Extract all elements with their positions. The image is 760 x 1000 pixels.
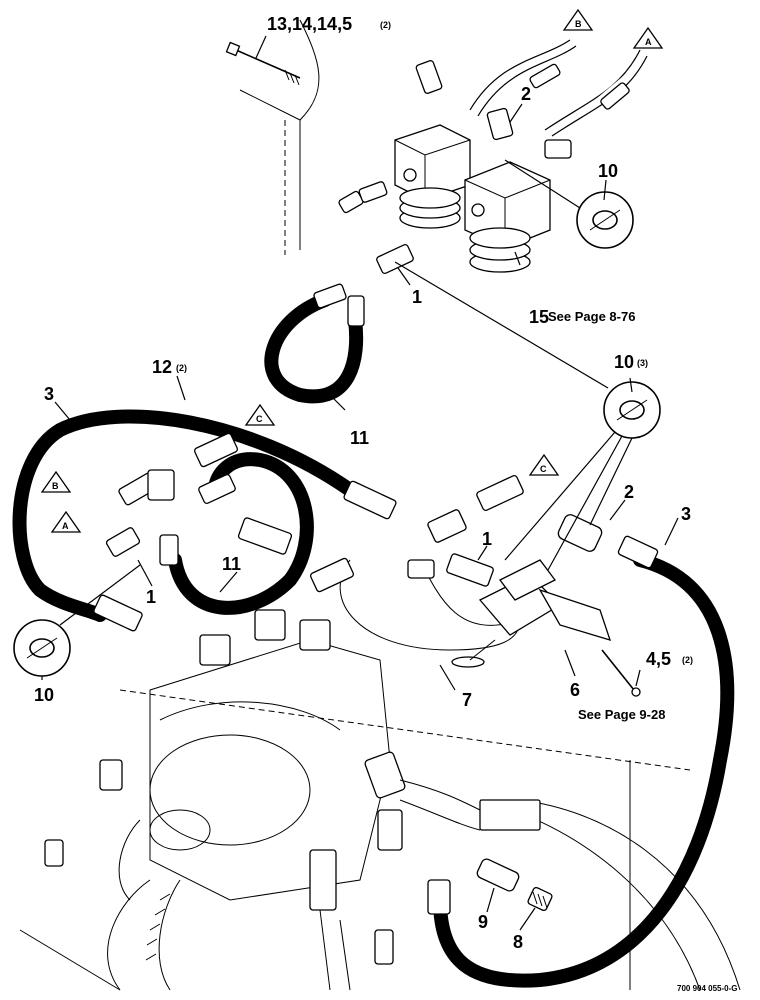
callout-12-qty: (2) (176, 363, 187, 373)
callout-13-14-5: 13,14,14,5 (267, 14, 352, 34)
fitting-9 (476, 858, 520, 892)
callout-1-left: 1 (146, 587, 156, 607)
callout-4-5: 4,5 (646, 649, 671, 669)
fitting-8 (527, 886, 553, 912)
callout-3-left: 3 (44, 384, 54, 404)
callout-15: 15 (529, 307, 549, 327)
hose-11-upper (264, 283, 365, 404)
tag-c-lower: C (540, 464, 547, 474)
callout-10-mid: 10 (614, 352, 634, 372)
pump-assembly (19, 609, 541, 991)
callout-10-mid-qty: (3) (637, 358, 648, 368)
valve-block-upper (394, 124, 471, 229)
callout-4-5-qty: (2) (682, 655, 693, 665)
callout-15-note: See Page 8-76 (548, 309, 635, 324)
callout-4-5-note: See Page 9-28 (578, 707, 665, 722)
connector-tag-icon: B A C C B A (40, 8, 664, 533)
callout-11-low: 11 (222, 554, 241, 574)
top-fittings (338, 39, 648, 214)
mid-fittings (93, 243, 659, 632)
callout-13-qty: (2) (380, 20, 391, 30)
tag-a-left: A (62, 521, 69, 531)
bolt-assembly (225, 41, 301, 86)
callout-7: 7 (462, 690, 472, 710)
callout-6: 6 (570, 680, 580, 700)
callout-2-right: 2 (624, 482, 634, 502)
callout-1-top: 1 (412, 287, 422, 307)
callout-11-top: 11 (350, 428, 369, 448)
tag-b-left: B (52, 481, 59, 491)
tag-b-top: B (575, 19, 582, 29)
callout-8: 8 (513, 932, 523, 952)
valve-block-lower (464, 161, 551, 273)
callout-2-top: 2 (521, 84, 531, 104)
hose-3-left (12, 409, 357, 622)
leader-lines (41, 35, 679, 931)
callout-10-top: 10 (598, 161, 618, 181)
tag-a-top: A (645, 37, 652, 47)
callout-9: 9 (478, 912, 488, 932)
callout-12: 12 (152, 357, 172, 377)
tag-c-upper: C (256, 414, 263, 424)
callout-3-right: 3 (681, 504, 691, 524)
lower-hose-fitting (427, 879, 451, 915)
callout-10-bottom: 10 (34, 685, 54, 705)
document-number: 700 904 055-0-G (677, 984, 738, 993)
callout-labels: 13,14,14,5 (2) 2 10 1 15 See Page 8-76 1… (34, 14, 738, 993)
hose-3-right (433, 553, 735, 988)
callout-1-mid: 1 (482, 529, 492, 549)
hose-11-lower (168, 452, 314, 615)
sensor-assembly (407, 559, 612, 668)
screw-4-5 (601, 649, 641, 697)
